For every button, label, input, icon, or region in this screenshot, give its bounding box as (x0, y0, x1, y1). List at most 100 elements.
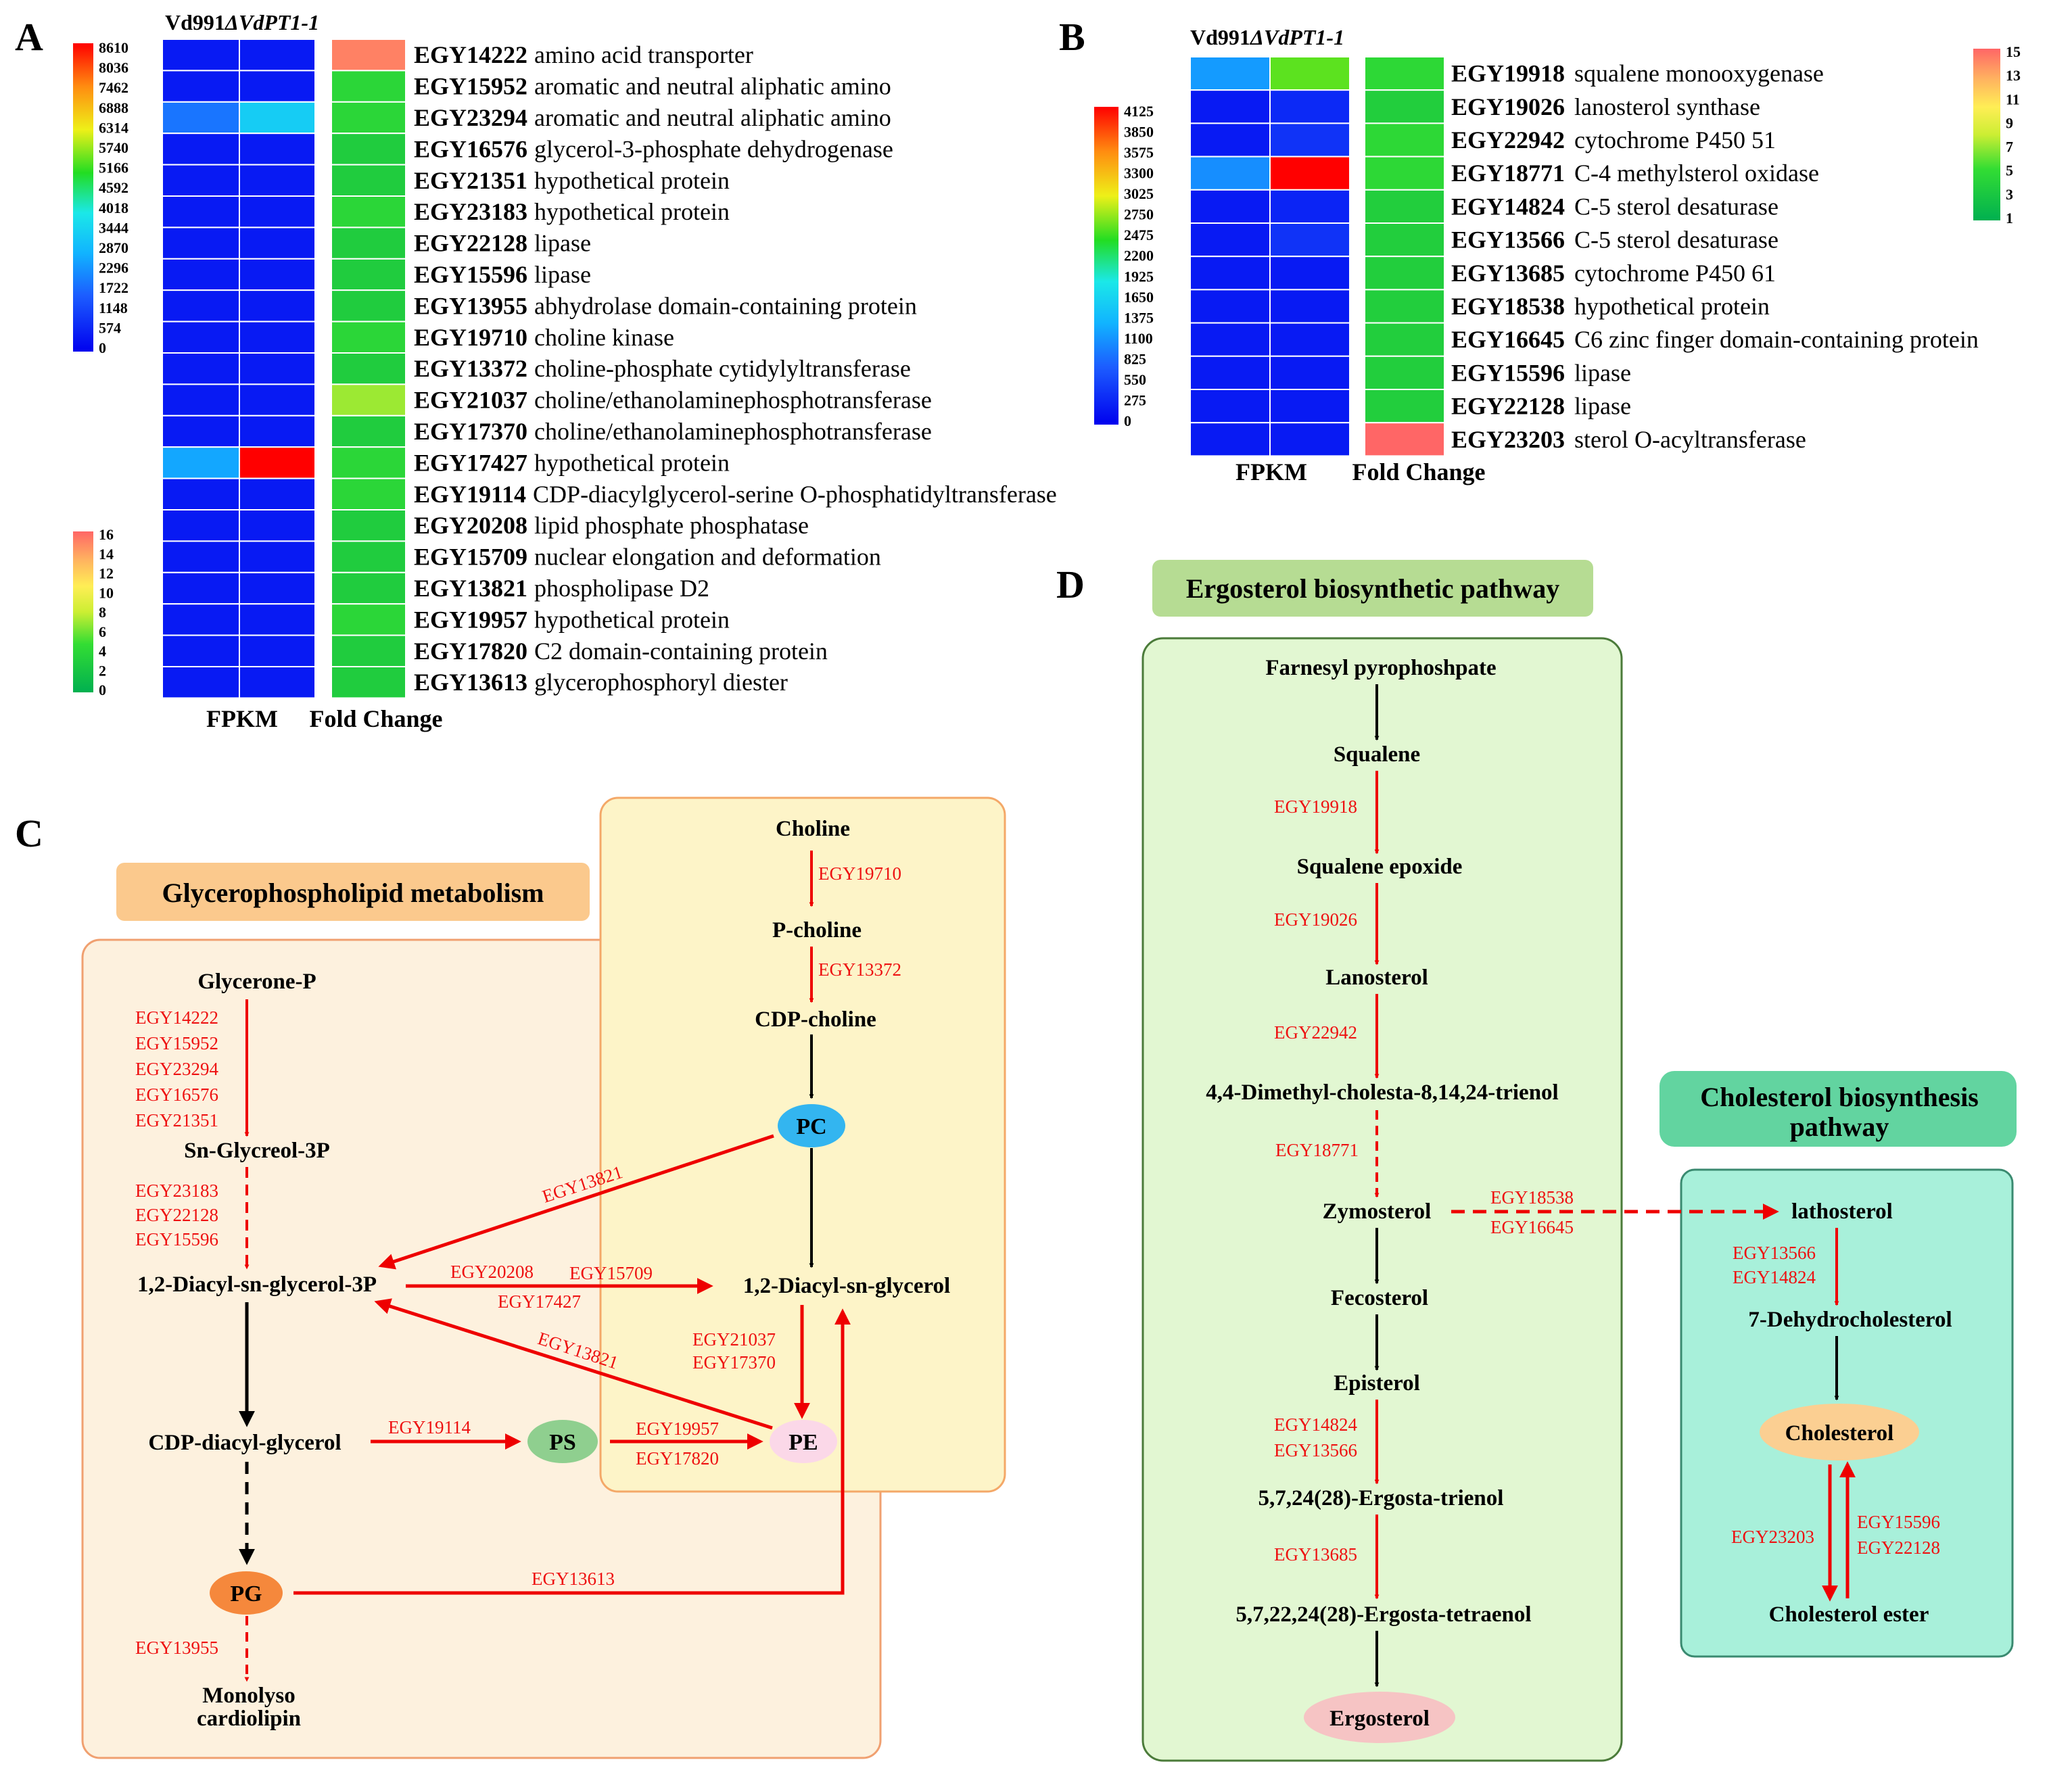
colorbar-tick-label: 8 (99, 604, 106, 621)
heatmap-cell (1269, 322, 1350, 357)
metabolite-lanosterol: Lanosterol (1325, 966, 1428, 990)
colorbar-tick-label: 4 (99, 643, 106, 660)
heatmap-cell (239, 414, 316, 448)
enzyme-epoxide-step: EGY19026 (1274, 909, 1357, 930)
metabolite-diacyl-glycerol: 1,2-Diacyl-sn-glycerol (743, 1274, 950, 1298)
arrow-pc-to-diacyl-3p (378, 1134, 774, 1270)
enzyme-sn-step-1: EGY23183 (135, 1181, 218, 1201)
fold-change-cell (331, 540, 406, 573)
colorbar-tick-label: 4592 (99, 179, 128, 196)
panel-label-c: C (15, 811, 43, 855)
heatmap-cell (239, 195, 316, 229)
metabolite-cardiolipin: cardiolipin (197, 1707, 301, 1731)
fold-change-cell (331, 634, 406, 667)
gene-description: sterol O-acyltransferase (1574, 426, 1806, 453)
heatmap-cell (162, 39, 240, 72)
gene-description: squalene monooxygenase (1574, 60, 1824, 87)
heatmap-cell (162, 133, 240, 166)
gene-id: EGY13821 (414, 575, 527, 602)
colorbar-tick-label: 4125 (1124, 103, 1154, 120)
enzyme-ps-to-pe-1: EGY19957 (636, 1419, 719, 1439)
colorbar-tick-label: 15 (2006, 43, 2021, 60)
heatmap-cell (162, 540, 240, 573)
fold-change-cell (1364, 56, 1445, 91)
panel-a: A Vd991ΔVdPT1-1 861080367462688863145740… (15, 10, 1057, 732)
metabolite-p-choline: P-choline (772, 918, 862, 943)
gene-id: EGY13613 (414, 669, 527, 696)
heatmap-cell (162, 70, 240, 103)
node-pe-label: PE (788, 1430, 818, 1455)
gene-description: cytochrome P450 51 (1574, 126, 1776, 153)
colorbar-tick-label: 0 (99, 339, 106, 356)
gene-id: EGY14222 (414, 41, 527, 68)
panel-label-b: B (1059, 15, 1085, 59)
gene-description: hypothetical protein (534, 606, 730, 633)
gene-id: EGY18538 (1451, 293, 1565, 320)
node-pg (210, 1571, 283, 1615)
metabolite-fecosterol: Fecosterol (1331, 1286, 1428, 1310)
fold-change-cell (331, 39, 406, 72)
colorbar-tick-label: 10 (99, 584, 114, 601)
fold-change-cell (1364, 89, 1445, 124)
heatmap-cell (162, 666, 240, 699)
gene-description: lipase (1574, 359, 1631, 386)
heatmap-cell (1190, 355, 1271, 390)
enzyme-glycerone-step-4: EGY16576 (135, 1085, 218, 1105)
node-ergosterol-label: Ergosterol (1329, 1707, 1430, 1731)
heatmap-cell (239, 258, 316, 291)
gene-id: EGY15709 (414, 544, 527, 571)
enzyme-diacyl-step-1: EGY20208 (450, 1262, 534, 1282)
fold-change-cell (331, 70, 406, 103)
heatmap-cell (1269, 289, 1350, 324)
gene-description: hypothetical protein (534, 198, 730, 225)
enzyme-ester-right-1: EGY15596 (1857, 1512, 1940, 1532)
enzyme-episterol-step-1: EGY14824 (1274, 1414, 1357, 1435)
heatmap-a-xlabel-fold-change: Fold Change (309, 705, 442, 732)
heatmap-cell (239, 70, 316, 103)
colorbar-tick-label: 3444 (99, 219, 128, 236)
colorbar-tick-label: 2750 (1124, 206, 1154, 223)
panel-label-a: A (15, 15, 43, 59)
fold-change-cell (331, 320, 406, 354)
fold-change-cell (331, 352, 406, 385)
heatmap-a-strain-header: Vd991ΔVdPT1-1 (165, 10, 319, 34)
heatmap-b-fpkm-colorbar-ticks: 4125385035753300302527502475220019251650… (1124, 103, 1154, 429)
node-pg-label: PG (230, 1581, 262, 1606)
gene-id: EGY13685 (1451, 260, 1565, 287)
node-pe (770, 1420, 837, 1463)
colorbar-tick-label: 4018 (99, 199, 128, 216)
node-ps (527, 1420, 598, 1463)
colorbar-tick-label: 2 (99, 662, 106, 679)
heatmap-cell (239, 101, 316, 135)
fold-change-cell (331, 383, 406, 416)
enzyme-squalene-step: EGY19918 (1274, 796, 1357, 817)
heatmap-cell (1269, 189, 1350, 224)
fold-change-cell (331, 446, 406, 479)
heatmap-cell (1190, 256, 1271, 291)
colorbar-tick-label: 574 (99, 319, 121, 336)
fold-change-cell (331, 195, 406, 229)
colorbar-tick-label: 13 (2006, 67, 2021, 84)
heatmap-cell (162, 571, 240, 605)
enzyme-glycerone-step-5: EGY21351 (135, 1110, 218, 1130)
heatmap-cell (1190, 156, 1271, 191)
heatmap-cell (239, 320, 316, 354)
fold-change-cell (331, 133, 406, 166)
heatmap-cell (162, 195, 240, 229)
enzyme-lanosterol-step: EGY22942 (1274, 1022, 1357, 1043)
gene-description: abhydrolase domain-containing protein (534, 292, 917, 319)
fold-change-cell (331, 509, 406, 542)
gene-description: aromatic and neutral aliphatic amino (534, 73, 891, 100)
colorbar-tick-label: 1148 (99, 300, 128, 316)
